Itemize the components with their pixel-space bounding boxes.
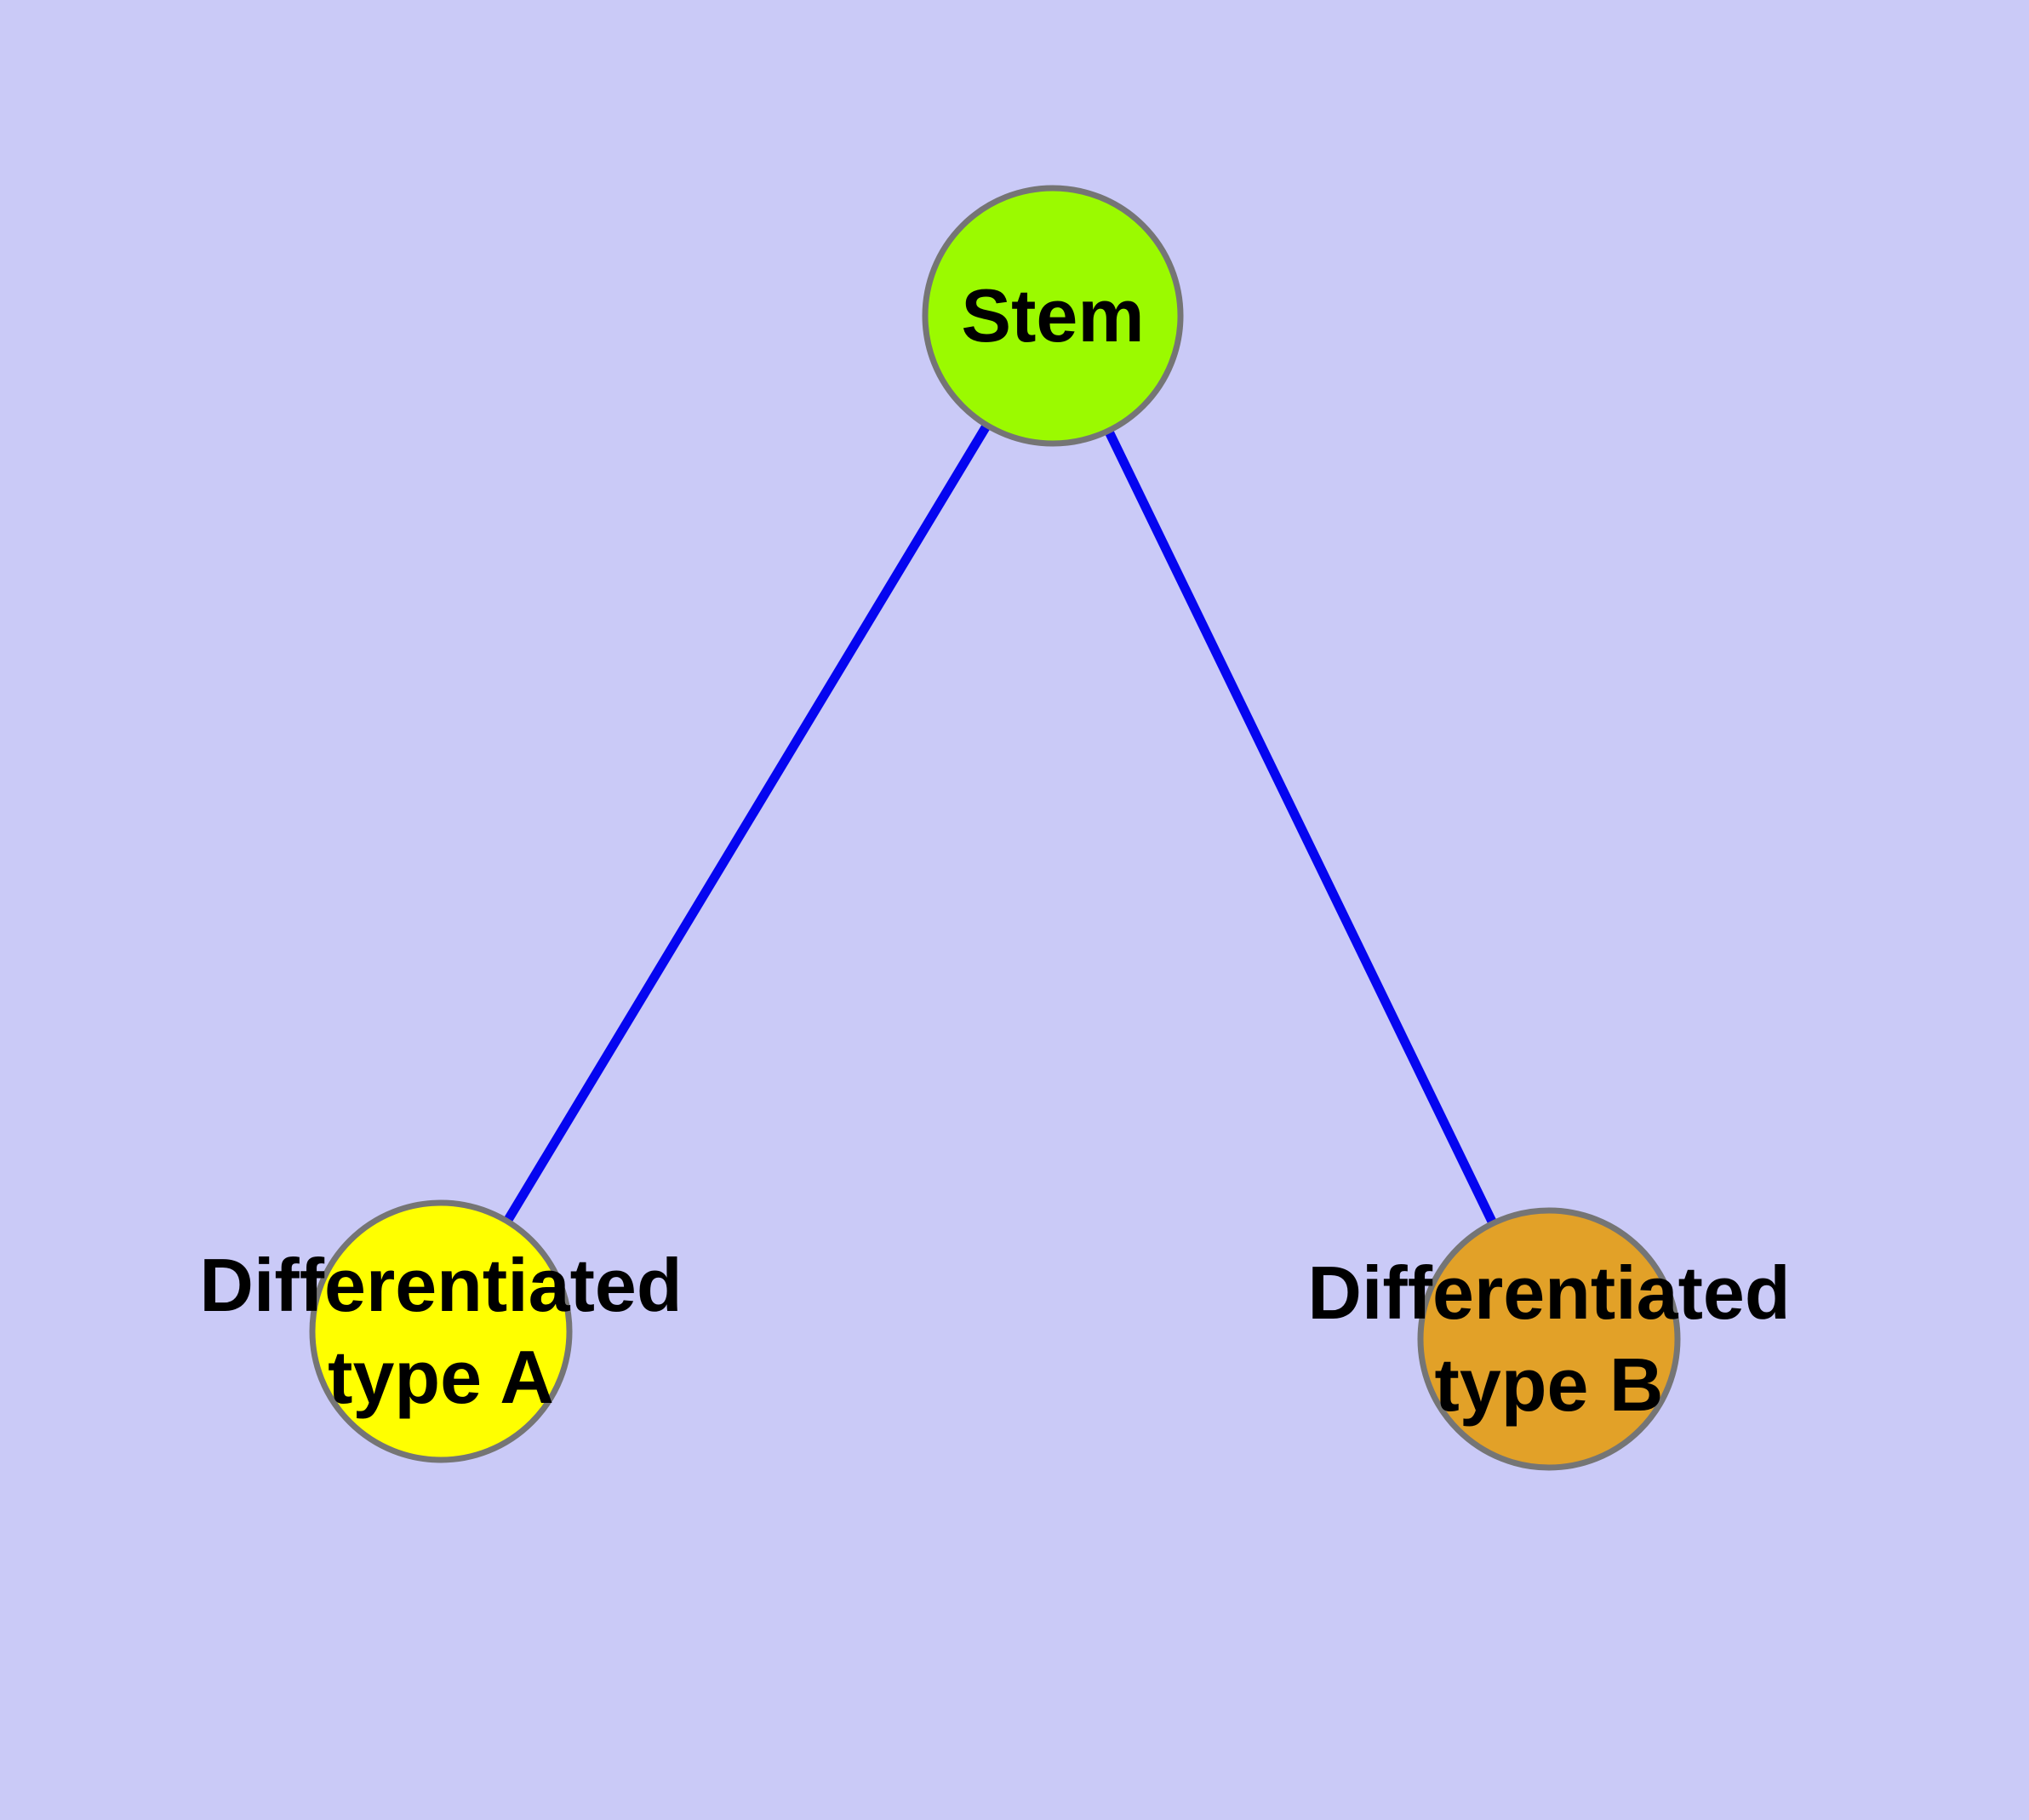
edge-stem-to-type-b (1049, 313, 1553, 1342)
node-stem-label-line1: Stem (961, 273, 1145, 358)
node-stem-circle (922, 185, 1184, 447)
node-type-b-label-line2: type B (1434, 1342, 1664, 1427)
node-type-b-circle (1417, 1207, 1681, 1471)
node-stem-label: Stem (961, 270, 1144, 362)
node-type-a-label: Differentiated type A (199, 1239, 682, 1423)
node-type-b-label-line1: Differentiated (1307, 1251, 1791, 1335)
node-type-a-label-line1: Differentiated (199, 1243, 683, 1327)
node-type-a-circle (309, 1199, 573, 1463)
edge-stem-to-type-a (437, 313, 1057, 1334)
node-type-a-label-line2: type A (328, 1335, 554, 1419)
node-type-b-label: Differentiated type B (1307, 1247, 1790, 1431)
